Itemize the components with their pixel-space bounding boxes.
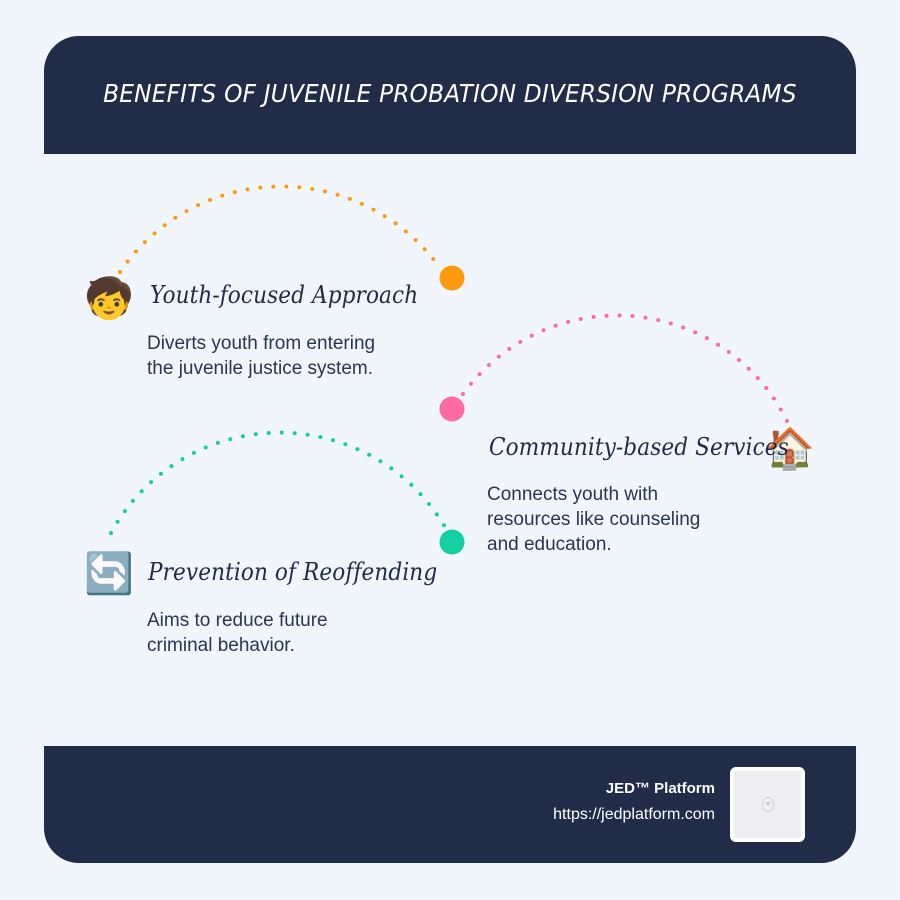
description-line: criminal behavior. xyxy=(147,635,295,656)
item-description-prevention: Aims to reduce future criminal behavior. xyxy=(147,608,328,658)
page-title: BENEFITS OF JUVENILE PROBATION DIVERSION… xyxy=(103,78,797,108)
logo-icon xyxy=(761,797,774,812)
orange-dotted-arc xyxy=(118,184,442,274)
description-line: Diverts youth from entering xyxy=(147,333,376,354)
header-banner: BENEFITS OF JUVENILE PROBATION DIVERSION… xyxy=(44,36,856,154)
pink-dotted-arc xyxy=(461,313,790,425)
orange-endpoint-dot xyxy=(439,265,465,291)
footer-banner: JED™ Platform https://jedplatform.com xyxy=(44,746,856,863)
counterclockwise-arrows-icon: 🔄 xyxy=(84,551,134,597)
item-title-prevention: Prevention of Reoffending xyxy=(148,558,438,586)
description-line: resources like counseling xyxy=(487,509,701,530)
footer-url-link[interactable]: https://jedplatform.com xyxy=(553,806,715,823)
child-icon: 🧒 xyxy=(84,276,134,322)
item-title-community-based: Community-based Services xyxy=(489,433,789,461)
house-icon: 🏠 xyxy=(765,426,815,472)
item-title-youth-focused: Youth-focused Approach xyxy=(150,281,419,309)
item-description-youth-focused: Diverts youth from entering the juvenile… xyxy=(147,331,375,381)
description-line: and education. xyxy=(487,534,612,555)
teal-dotted-arc xyxy=(109,430,447,535)
teal-endpoint-dot xyxy=(439,529,465,555)
item-description-community-based: Connects youth with resources like couns… xyxy=(487,482,700,557)
pink-endpoint-dot xyxy=(439,396,465,422)
brand-logo xyxy=(730,767,805,842)
description-line: the juvenile justice system. xyxy=(147,358,373,379)
description-line: Aims to reduce future xyxy=(147,610,328,631)
footer-brand-name: JED™ Platform xyxy=(605,780,715,797)
description-line: Connects youth with xyxy=(487,484,659,505)
